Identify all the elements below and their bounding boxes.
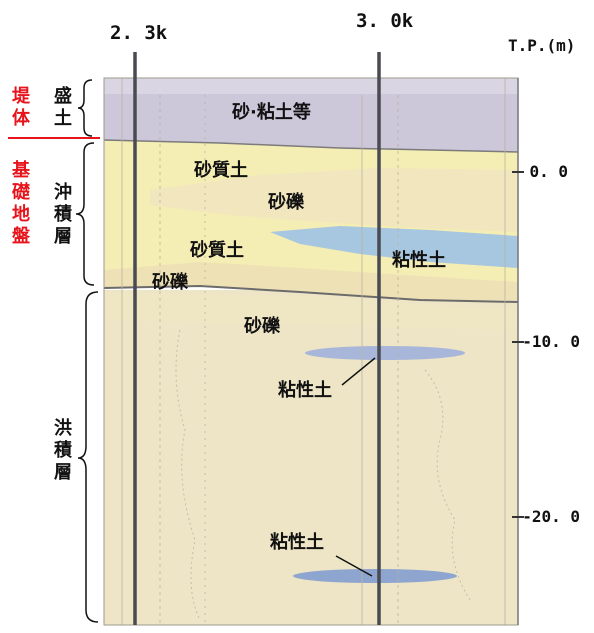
fill-brace bbox=[77, 79, 93, 137]
leader-clay-2 bbox=[341, 357, 376, 386]
alluvial-clay-label: 粘性土 bbox=[392, 250, 446, 271]
diluvial-clay-label-lower: 粘性土 bbox=[270, 532, 324, 553]
leader-clay-3 bbox=[335, 555, 373, 577]
diluvial-gravel bbox=[104, 292, 518, 330]
alluvium-base-line bbox=[103, 284, 519, 303]
elevation-tick-label-0: 0. 0 bbox=[529, 162, 568, 181]
fill-material-label: 砂·粘土等 bbox=[232, 102, 311, 123]
alluvial-gravel-lens bbox=[150, 168, 518, 232]
diluvial-gravel-label: 砂礫 bbox=[244, 316, 280, 337]
fill-layer bbox=[104, 78, 518, 152]
sandy-soil-label-upper: 砂質土 bbox=[194, 160, 248, 181]
diluvium-brace bbox=[77, 291, 99, 623]
sandy-soil-label-lower: 砂質土 bbox=[190, 240, 244, 261]
embankment-group-label: 堤体 bbox=[12, 86, 30, 129]
elevation-tick-label-minus10: -10. 0 bbox=[522, 332, 580, 351]
alluvial-gravel-lower bbox=[104, 262, 518, 300]
alluvial-clay-lens bbox=[270, 226, 518, 268]
alluvium-stratum-label: 沖積層 bbox=[54, 182, 72, 247]
elevation-axis-title: T.P.(m) bbox=[508, 36, 576, 55]
diluvial-clay-lens-lower bbox=[293, 569, 457, 583]
fill-stratum-label: 盛土 bbox=[54, 86, 72, 129]
panel-top-strip bbox=[104, 78, 518, 94]
diluvium-stratum-label: 洪積層 bbox=[54, 418, 72, 483]
diluvial-clay-label-upper: 粘性土 bbox=[278, 380, 332, 401]
foundation-group-label: 基礎地盤 bbox=[12, 160, 30, 247]
station-label-3-0k: 3. 0k bbox=[356, 10, 414, 32]
diluvial-clay-lens-upper bbox=[305, 346, 465, 360]
gravel-label-base: 砂礫 bbox=[152, 272, 188, 293]
elevation-tick-label-minus20: -20. 0 bbox=[522, 507, 580, 526]
diluvium-layer bbox=[104, 290, 518, 625]
station-label-2-3k: 2. 3k bbox=[110, 22, 168, 44]
fill-base-line bbox=[103, 139, 519, 153]
alluvium-brace bbox=[75, 142, 95, 286]
gravel-label-upper: 砂礫 bbox=[268, 192, 304, 213]
